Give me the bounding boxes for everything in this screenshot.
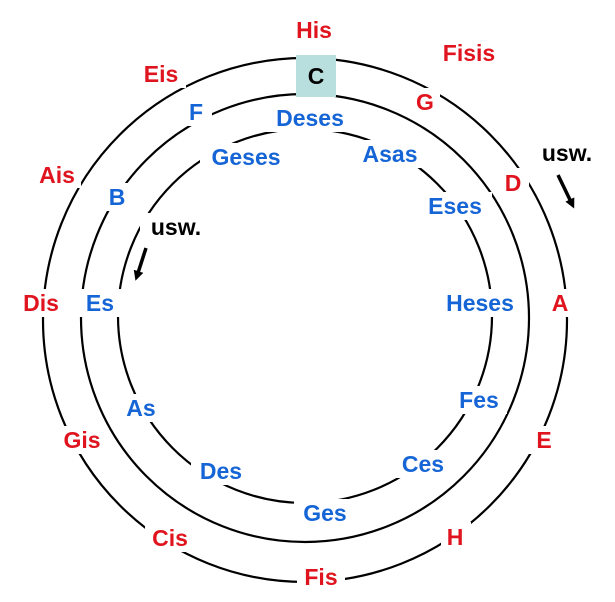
inner-label-geses: Geses bbox=[211, 144, 280, 170]
middle-label-des: Des bbox=[200, 458, 242, 484]
middle-label-g: G bbox=[416, 89, 434, 115]
middle-label-h: H bbox=[447, 524, 464, 550]
inner-label-asas: Asas bbox=[363, 141, 418, 167]
usw-left-annotation: usw. bbox=[151, 214, 201, 240]
outer-label-eis: Eis bbox=[144, 61, 179, 87]
inner-label-ces: Ces bbox=[402, 451, 444, 477]
outer-label-gis: Gis bbox=[63, 427, 100, 453]
inner-label-heses: Heses bbox=[446, 290, 514, 316]
outer-label-ais: Ais bbox=[39, 162, 75, 188]
inner-label-fes: Fes bbox=[459, 387, 499, 413]
middle-label-b: B bbox=[109, 184, 126, 210]
middle-label-d: D bbox=[505, 170, 522, 196]
middle-label-c: C bbox=[308, 63, 325, 89]
middle-label-f: F bbox=[189, 99, 203, 125]
outer-label-fis: Fis bbox=[304, 564, 337, 590]
c-highlight-box bbox=[296, 55, 336, 97]
outer-label-his: His bbox=[296, 17, 332, 43]
inner-label-deses: Deses bbox=[276, 105, 344, 131]
outer-label-cis: Cis bbox=[152, 525, 188, 551]
middle-label-as: As bbox=[126, 395, 155, 421]
middle-label-a: A bbox=[552, 290, 569, 316]
outer-label-dis: Dis bbox=[23, 290, 59, 316]
outer-label-fisis: Fisis bbox=[443, 40, 495, 66]
middle-label-es: Es bbox=[86, 290, 114, 316]
inner-label-eses: Eses bbox=[428, 193, 482, 219]
usw-right-arrow bbox=[556, 174, 575, 209]
middle-ring bbox=[79, 92, 531, 544]
usw-right-annotation: usw. bbox=[542, 140, 592, 166]
middle-label-e: E bbox=[536, 427, 551, 453]
middle-label-ges: Ges bbox=[303, 500, 346, 526]
usw-left-arrow bbox=[133, 247, 148, 281]
